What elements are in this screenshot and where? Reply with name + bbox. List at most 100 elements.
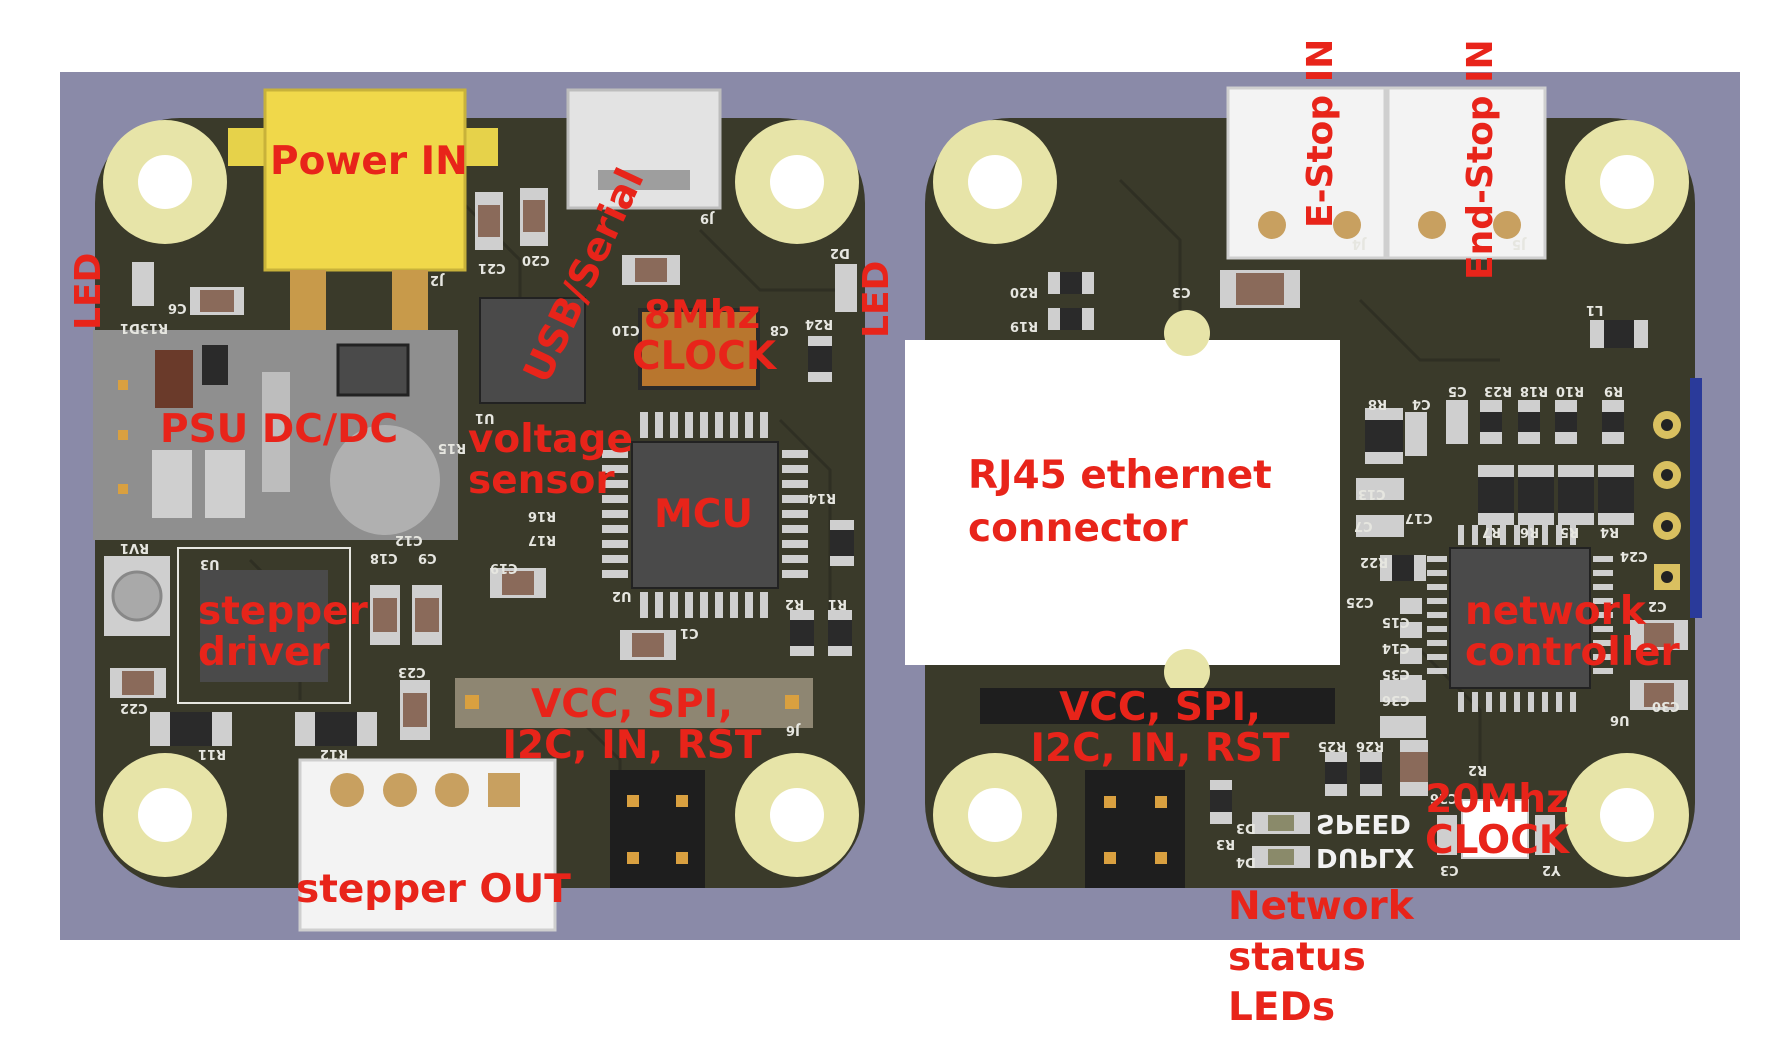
pin-header-left: [610, 770, 705, 888]
silk-c14: C14: [1382, 640, 1410, 655]
silk-c24: C24: [1620, 548, 1648, 563]
silk-c12: C12: [395, 532, 423, 547]
mount-hole-r-br: [1565, 753, 1689, 877]
usb-connector: [566, 88, 722, 210]
left-board: [93, 88, 865, 932]
silk-r19: R19: [1010, 318, 1039, 333]
silk-l1: L1: [1586, 302, 1604, 317]
label-header-left: VCC, SPI, I2C, IN, RST: [502, 682, 762, 768]
silk-u2: U2: [612, 588, 632, 603]
silk-c15: C15: [1382, 614, 1410, 629]
silk-u6: U6: [1610, 712, 1630, 727]
silk-c20: C20: [522, 252, 550, 267]
silk-r5: R5: [1560, 524, 1580, 539]
endstop-connector: [1386, 86, 1547, 260]
silk-r24: R24: [805, 316, 834, 331]
label-estop-in: E-Stop IN: [1300, 38, 1341, 228]
label-voltage-sensor: voltage sensor: [468, 417, 633, 503]
silk-c4: C4: [1412, 396, 1431, 411]
silk-c21: C21: [478, 260, 506, 275]
silk-rv1: RV1: [120, 540, 150, 555]
silk-r22: R22: [1360, 554, 1389, 569]
mount-hole-r-bl: [933, 753, 1057, 877]
rj45-connector: [905, 340, 1340, 665]
silk-d3: D3: [1236, 820, 1256, 835]
right-board: [905, 86, 1702, 888]
silk-c5: C5: [1448, 383, 1467, 398]
label-stepper-out: stepper OUT: [296, 867, 571, 912]
mount-hole-br: [735, 753, 859, 877]
silk-c17: C17: [1405, 510, 1433, 525]
silk-c3: C3: [1440, 862, 1459, 877]
potentiometer: [104, 556, 170, 636]
silk-c25: C25: [1346, 594, 1374, 609]
silk-j4: J4: [1352, 236, 1366, 251]
u1-chip: [479, 297, 586, 404]
silk-r18: R18: [1520, 383, 1549, 398]
mount-hole-tr: [735, 120, 859, 244]
label-20mhz-clock: 20Mhz CLOCK: [1424, 777, 1570, 863]
silk-r3: R3: [1216, 836, 1236, 851]
silk-j5: J5: [1512, 236, 1526, 251]
silk-r23: R23: [1484, 383, 1513, 398]
silk-r17: R17: [528, 532, 557, 547]
silk-r2: R2: [785, 596, 805, 611]
silk-r11: R11: [198, 746, 227, 761]
silk-r25: R25: [1318, 738, 1347, 753]
silk-c22: C22: [120, 700, 148, 715]
silk-r7: R7: [1482, 524, 1502, 539]
estop-connector: [1226, 86, 1387, 260]
silk-r14: R14: [808, 490, 837, 505]
right-smd-parts: [1048, 270, 1688, 855]
silk-d1: D1: [120, 320, 140, 335]
silk-c19: C19: [490, 560, 518, 575]
side-pins: [1653, 378, 1702, 618]
left-smd-parts: [110, 188, 857, 746]
silk-c23: C23: [398, 664, 426, 679]
silk-y2: Y2: [1542, 862, 1561, 877]
silk-r26: R26: [1356, 738, 1385, 753]
silk-r9: R9: [1604, 383, 1624, 398]
mount-hole-tl: [103, 120, 227, 244]
silk-duplex: DUPLX: [1316, 842, 1415, 872]
header-strip-right: [980, 688, 1335, 724]
label-network-controller: network controller: [1465, 589, 1680, 675]
power-jack: [228, 88, 498, 332]
silk-r2: R2: [1468, 762, 1488, 777]
silk-r12: R12: [320, 746, 349, 761]
label-header-right: VCC, SPI, I2C, IN, RST: [1030, 685, 1290, 771]
label-network-status-leds: Network status LEDs: [1228, 884, 1414, 1031]
silk-c3: C3: [1172, 284, 1191, 299]
silk-d4: D4: [1236, 854, 1256, 869]
silk-j9: J9: [700, 210, 714, 225]
silk-d2: D2: [830, 245, 850, 260]
crystal-8mhz: [638, 308, 760, 390]
label-led-left: LED: [68, 252, 109, 330]
label-psu-dcdc: PSU DC/DC: [160, 407, 399, 452]
mount-hole-bl: [103, 753, 227, 877]
label-endstop-in: End-Stop IN: [1460, 39, 1501, 280]
silk-j2: J2: [430, 272, 444, 287]
label-rj45: RJ45 ethernet connector: [968, 453, 1272, 551]
silk-c1: C1: [680, 625, 699, 640]
silk-r15: R15: [438, 440, 467, 455]
silk-r1: R1: [828, 596, 848, 611]
silk-j6: J6: [786, 722, 800, 737]
mount-hole-r-tr: [1565, 120, 1689, 244]
silk-c9: C9: [418, 550, 437, 565]
silk-c35: C35: [1382, 666, 1410, 681]
mount-hole-r-tl: [933, 120, 1057, 244]
label-led-right: LED: [856, 260, 897, 338]
stepper-out-connector: [298, 758, 557, 932]
silk-c7: C7: [1354, 518, 1373, 533]
silk-c36: C36: [1382, 692, 1410, 707]
silk-r20: R20: [1010, 284, 1039, 299]
silk-c6: C6: [168, 300, 187, 315]
silk-r6: R6: [1520, 524, 1540, 539]
silk-speed: SPEED: [1316, 808, 1411, 838]
network-controller-chip: [1427, 525, 1613, 712]
silk-r13: R13: [140, 320, 169, 335]
label-stepper-driver: stepper driver: [198, 589, 368, 675]
